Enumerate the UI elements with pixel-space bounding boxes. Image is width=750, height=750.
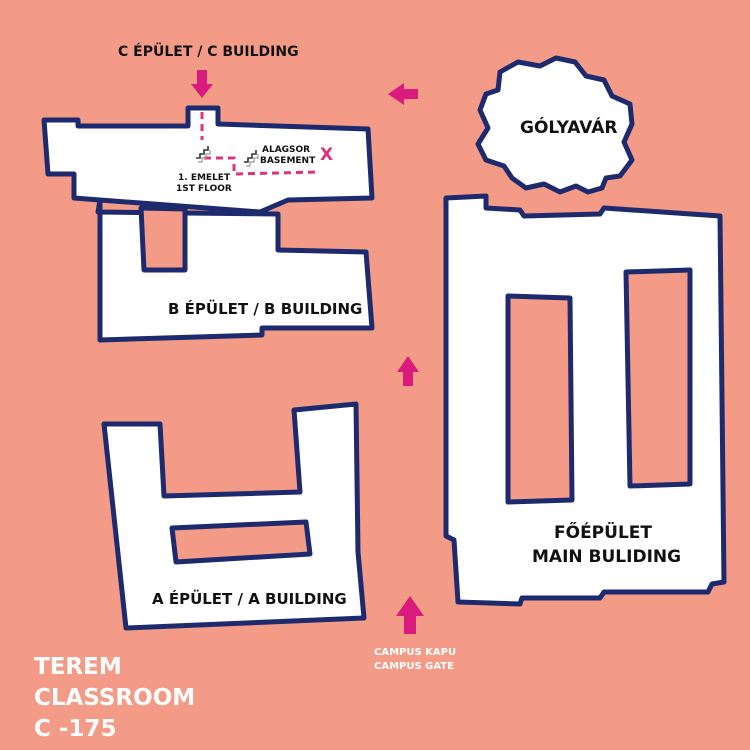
stairs-icon — [196, 146, 211, 163]
b-building-label: B ÉPÜLET / B BUILDING — [168, 299, 362, 318]
a-building-shape[interactable] — [101, 401, 367, 631]
campus-gate-hu-label: CAMPUS KAPU — [374, 647, 456, 658]
b-building-shape[interactable] — [41, 105, 375, 343]
route-path — [200, 112, 321, 176]
arrow-up-icon — [397, 356, 419, 386]
main-building-hu-label: FŐÉPÜLET — [554, 521, 652, 543]
golyavar-label: GÓLYAVÁR — [520, 116, 618, 138]
first-floor-en-label: 1ST FLOOR — [176, 184, 232, 194]
main-building-en-label: MAIN BULIDING — [532, 547, 681, 567]
main-building-courtyard-left — [505, 293, 575, 505]
b-building-courtyard — [138, 205, 188, 273]
alagsor-label: ALAGSOR — [262, 145, 310, 155]
campus-gate-en-label: CAMPUS GATE — [374, 661, 454, 672]
golyavar-shape[interactable] — [475, 55, 635, 195]
first-floor-hu-label: 1. EMELET — [178, 173, 231, 183]
arrow-up-icon — [396, 596, 424, 634]
target-mark: X — [320, 145, 333, 165]
stairs-icon — [244, 150, 259, 167]
a-building-label: A ÉPÜLET / A BUILDING — [152, 589, 347, 608]
arrow-down-icon — [191, 70, 213, 98]
classroom-line-classroom: CLASSROOM — [34, 685, 196, 711]
main-building-courtyard-right — [623, 267, 693, 489]
arrow-left-icon — [388, 83, 418, 105]
classroom-info: TEREM CLASSROOM C -175 — [34, 652, 195, 745]
c-building-label: C ÉPÜLET / C BUILDING — [118, 42, 299, 60]
a-building-courtyard — [169, 519, 313, 565]
classroom-line-code: C -175 — [34, 716, 117, 742]
basement-label: BASEMENT — [260, 156, 316, 166]
classroom-line-terem: TEREM — [34, 654, 122, 680]
